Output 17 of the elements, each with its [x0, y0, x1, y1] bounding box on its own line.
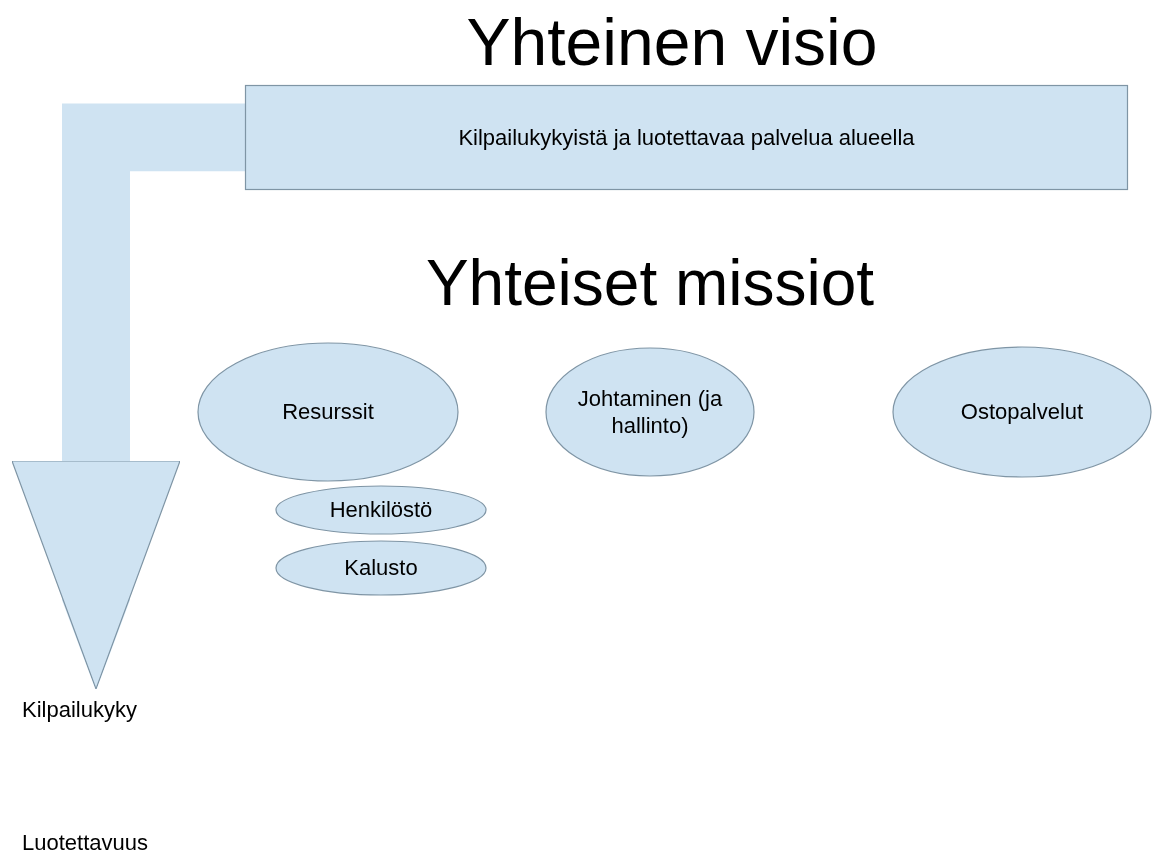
block-arrow	[11, 103, 245, 690]
node-text: Kilpailukyky	[22, 696, 137, 724]
vision-box	[245, 85, 1128, 190]
title: Yhteinen visio	[466, 4, 878, 80]
caption-text: Luotettavuus	[22, 830, 148, 856]
mission-ellipse	[197, 342, 459, 482]
node-label: Ostopalvelut	[960, 398, 1084, 426]
resource-ellipse	[275, 540, 487, 596]
node-label: Johtaminen (ja hallinto)	[576, 384, 724, 440]
node-label: Resurssit	[282, 398, 374, 426]
resource-ellipse	[275, 485, 487, 535]
node-label: Kilpailukykyistä ja luotettavaa palvelua alueella	[458, 123, 915, 152]
node-label: Henkilöstö	[329, 496, 433, 524]
heading: Yhteiset missiot	[425, 246, 875, 320]
mission-ellipse	[892, 346, 1152, 478]
node-label: Kalusto	[344, 554, 418, 582]
mission-ellipse	[545, 347, 755, 477]
